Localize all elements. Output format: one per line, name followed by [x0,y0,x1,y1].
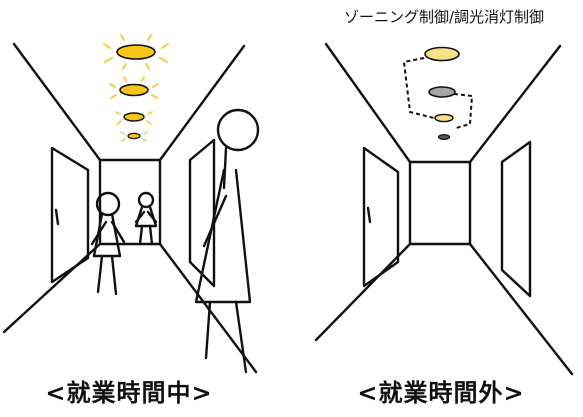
right-floor-edge-right [470,244,572,374]
right-ceiling-edge-left [326,44,410,162]
left-floor-edge-left [4,244,100,332]
left-door-left [52,148,88,282]
light-on-3 [116,112,152,124]
right-lights [404,48,472,140]
right-corridor [316,44,572,374]
left-lights [104,35,168,141]
light-dim-1 [425,48,459,61]
light-off-2 [439,135,450,140]
left-corridor [4,44,256,372]
right-back-wall [410,162,470,244]
light-off-1 [429,87,455,97]
left-ceiling-edge-right [160,46,244,160]
light-on-2 [110,77,158,98]
right-ceiling-edge-right [470,46,560,162]
light-on-4 [121,132,147,141]
right-floor-edge-left [316,244,410,340]
caption-after-hours: <就業時間外> [357,379,525,407]
right-door-left [364,148,398,286]
person-medium [92,193,124,294]
light-on-1 [104,35,168,69]
zoning-connector [404,58,434,118]
person-large [196,110,258,372]
person-small [136,193,156,244]
left-ceiling-edge-left [14,44,100,160]
left-door-right [190,140,214,286]
control-annotation: ゾーニング制御/調光消灯制御 [343,8,545,26]
caption-working-hours: <就業時間中> [45,379,213,407]
left-floor-edge-right [160,244,256,372]
right-door-right [502,142,530,296]
light-dim-2 [435,114,453,121]
